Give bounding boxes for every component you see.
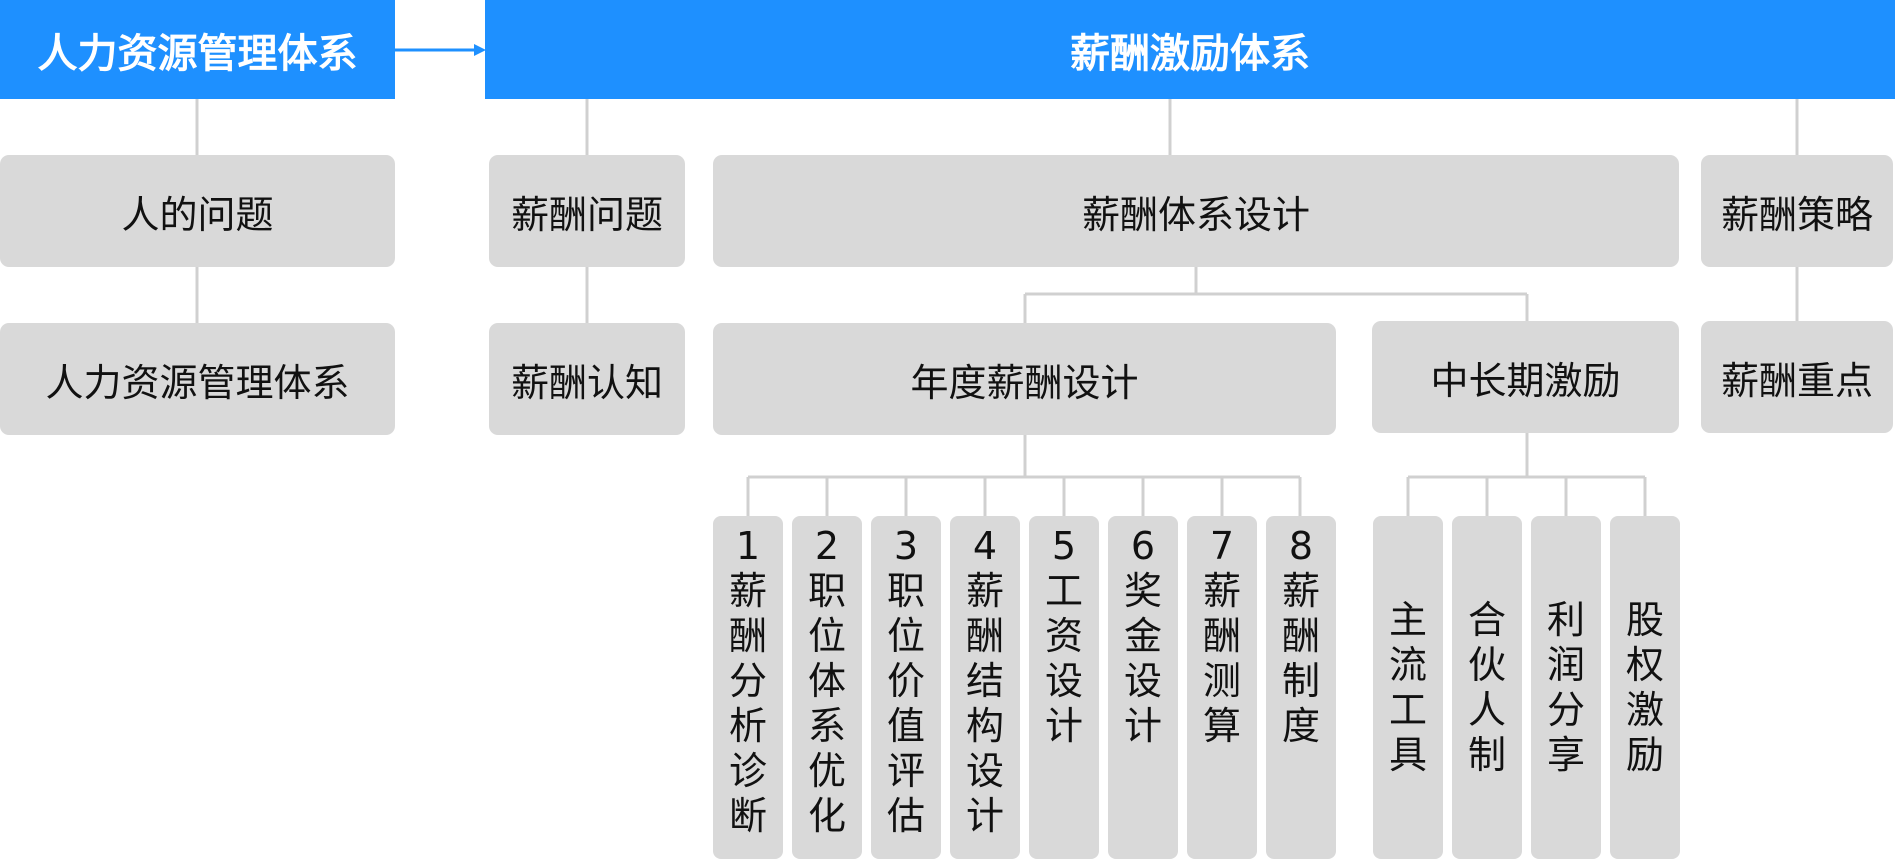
long-term-item: 合伙人制 <box>1452 516 1522 859</box>
annual-item: 2 职位体系优化 <box>792 516 862 859</box>
pay-system-design-box: 薪酬体系设计 <box>713 155 1679 267</box>
arrow-right-icon <box>395 44 486 56</box>
annual-item-text: 奖金设计 <box>1124 569 1163 748</box>
annual-item-number: 8 <box>1288 524 1314 568</box>
annual-item: 7 薪酬测算 <box>1187 516 1257 859</box>
people-issue-box: 人的问题 <box>0 155 395 267</box>
pay-focus-box: 薪酬重点 <box>1701 321 1893 433</box>
annual-item-number: 4 <box>972 524 998 568</box>
annual-item: 5 工资设计 <box>1029 516 1099 859</box>
pay-issue-box: 薪酬问题 <box>489 155 685 267</box>
annual-item-number: 5 <box>1051 524 1077 568</box>
long-term-item-text: 合伙人制 <box>1468 597 1507 777</box>
long-term-item: 利润分享 <box>1531 516 1601 859</box>
annual-item: 6 奖金设计 <box>1108 516 1178 859</box>
annual-item-number: 6 <box>1130 524 1156 568</box>
pay-cognition-box: 薪酬认知 <box>489 323 685 435</box>
annual-item: 3 职位价值评估 <box>871 516 941 859</box>
annual-item-number: 1 <box>735 524 761 568</box>
annual-pay-design-box: 年度薪酬设计 <box>713 323 1336 435</box>
annual-item-number: 2 <box>814 524 840 568</box>
annual-item: 8 薪酬制度 <box>1266 516 1336 859</box>
hr-system-box: 人力资源管理体系 <box>0 323 395 435</box>
annual-item: 4 薪酬结构设计 <box>950 516 1020 859</box>
annual-item: 1 薪酬分析诊断 <box>713 516 783 859</box>
long-term-item: 股权激励 <box>1610 516 1680 859</box>
annual-item-number: 7 <box>1209 524 1235 568</box>
long-term-item-text: 股权激励 <box>1626 597 1665 777</box>
annual-item-number: 3 <box>893 524 919 568</box>
annual-item-text: 职位体系优化 <box>808 569 847 838</box>
long-term-item: 主流工具 <box>1373 516 1443 859</box>
pay-strategy-box: 薪酬策略 <box>1701 155 1893 267</box>
main-header: 薪酬激励体系 <box>485 0 1895 99</box>
left-header: 人力资源管理体系 <box>0 0 395 99</box>
annual-item-text: 工资设计 <box>1045 569 1084 748</box>
long-term-item-text: 主流工具 <box>1389 597 1428 777</box>
annual-item-text: 薪酬测算 <box>1203 569 1242 748</box>
annual-item-text: 薪酬分析诊断 <box>729 569 768 838</box>
long-term-item-text: 利润分享 <box>1547 597 1586 777</box>
annual-item-text: 薪酬结构设计 <box>966 569 1005 838</box>
annual-item-text: 职位价值评估 <box>887 569 926 838</box>
long-term-incentive-box: 中长期激励 <box>1372 321 1679 433</box>
annual-item-text: 薪酬制度 <box>1282 569 1321 748</box>
